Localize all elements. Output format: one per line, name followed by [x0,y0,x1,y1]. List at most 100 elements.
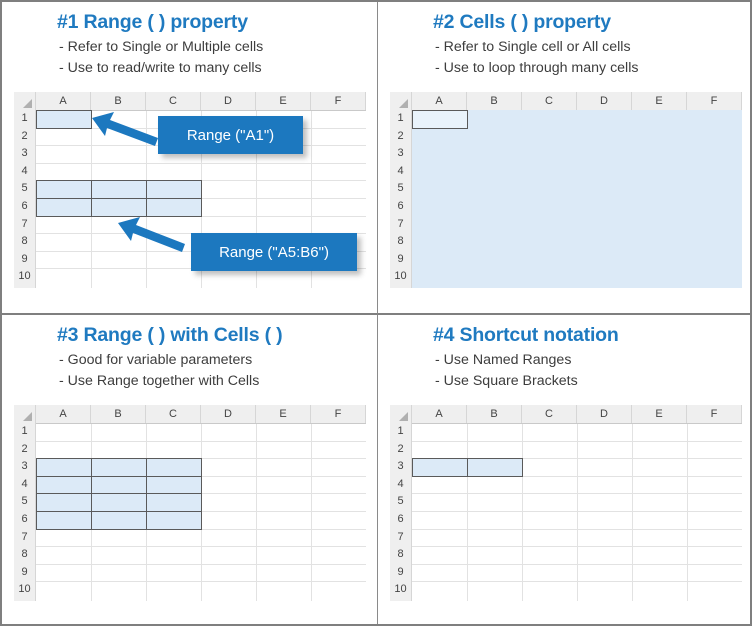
column-header-e[interactable]: E [256,92,311,110]
grid-line [412,581,742,582]
row-header-5[interactable]: 5 [14,493,36,511]
grid-line [36,529,366,530]
row-header-5[interactable]: 5 [390,493,412,511]
row-header-6[interactable]: 6 [390,198,412,216]
panel-title: #1 Range ( ) property [57,11,248,33]
grid-line [467,423,468,601]
row-header-7[interactable]: 7 [14,528,36,547]
grid-line [36,581,366,582]
column-header-b[interactable]: B [91,92,146,110]
row-header-7[interactable]: 7 [14,215,36,234]
column-header-b[interactable]: B [91,405,146,423]
column-header-d[interactable]: D [201,405,256,423]
column-header-e[interactable]: E [632,92,687,110]
column-header-a[interactable]: A [36,92,91,110]
cell-area[interactable] [412,423,742,601]
select-all-corner-icon[interactable] [390,92,412,110]
row-header-1[interactable]: 1 [14,423,36,441]
row-header-2[interactable]: 2 [390,440,412,459]
row-header-10[interactable]: 10 [14,268,36,288]
row-header-3[interactable]: 3 [390,145,412,163]
row-header-3[interactable]: 3 [14,145,36,163]
column-header-f[interactable]: F [687,92,742,110]
row-header-6[interactable]: 6 [14,198,36,216]
row-header-4[interactable]: 4 [14,475,36,494]
row-header-9[interactable]: 9 [390,250,412,269]
row-header-9[interactable]: 9 [390,563,412,582]
row-header-3[interactable]: 3 [14,458,36,476]
column-header-f[interactable]: F [311,405,366,423]
column-header-e[interactable]: E [632,405,687,423]
grid-line [256,423,257,601]
column-header-f[interactable]: F [687,405,742,423]
select-all-corner-icon[interactable] [14,92,36,110]
row-header-7[interactable]: 7 [390,528,412,547]
row-header-1[interactable]: 1 [390,423,412,441]
panel-range-with-cells: #3 Range ( ) with Cells ( ) - Good for v… [2,315,378,624]
selection-all-cells [412,110,742,288]
column-header-d[interactable]: D [577,92,632,110]
column-header-b[interactable]: B [467,405,522,423]
row-header-4[interactable]: 4 [390,475,412,494]
row-header-10[interactable]: 10 [390,581,412,601]
panel-shortcut-notation: #4 Shortcut notation - Use Named Ranges … [378,315,750,624]
column-header-d[interactable]: D [201,92,256,110]
row-header-3[interactable]: 3 [390,458,412,476]
panel-bullet: - Refer to Single or Multiple cells [59,39,264,55]
row-header-10[interactable]: 10 [390,268,412,288]
row-header-2[interactable]: 2 [14,440,36,459]
row-header-8[interactable]: 8 [390,546,412,564]
column-header-c[interactable]: C [522,405,577,423]
column-header-a[interactable]: A [36,405,91,423]
row-header-9[interactable]: 9 [14,563,36,582]
callout-range-a5b6[interactable]: Range ("A5:B6") [191,233,357,271]
row-header-7[interactable]: 7 [390,215,412,234]
panel-cells-property: #2 Cells ( ) property - Refer to Single … [378,2,750,315]
column-header-d[interactable]: D [577,405,632,423]
column-header-b[interactable]: B [467,92,522,110]
selection-divider [467,458,468,477]
callout-range-a1[interactable]: Range ("A1") [158,116,303,154]
row-header-9[interactable]: 9 [14,250,36,269]
panel-bullet: - Use Square Brackets [435,373,578,389]
grid-line [412,476,742,477]
grid-line [412,493,742,494]
row-header-4[interactable]: 4 [14,162,36,181]
left-arrow-icon [88,110,160,150]
grid-line [412,458,742,459]
panel-range-property: #1 Range ( ) property - Refer to Single … [2,2,378,315]
row-header-1[interactable]: 1 [390,110,412,128]
row-header-10[interactable]: 10 [14,581,36,601]
row-header-5[interactable]: 5 [14,180,36,198]
row-header-2[interactable]: 2 [390,127,412,146]
select-all-corner-icon[interactable] [14,405,36,423]
column-header-c[interactable]: C [522,92,577,110]
row-header-1[interactable]: 1 [14,110,36,128]
row-header-2[interactable]: 2 [14,127,36,146]
row-header-6[interactable]: 6 [14,511,36,529]
row-header-8[interactable]: 8 [14,233,36,251]
row-header-6[interactable]: 6 [390,511,412,529]
row-header-8[interactable]: 8 [14,546,36,564]
row-header-4[interactable]: 4 [390,162,412,181]
column-header-e[interactable]: E [256,405,311,423]
grid-line [412,529,742,530]
grid-line [36,441,366,442]
selection-divider [36,493,202,494]
row-header-8[interactable]: 8 [390,233,412,251]
row-header-5[interactable]: 5 [390,180,412,198]
column-header-f[interactable]: F [311,92,366,110]
column-header-c[interactable]: C [146,405,201,423]
panel-bullet: - Use to read/write to many cells [59,60,262,76]
select-all-corner-icon[interactable] [390,405,412,423]
column-header-a[interactable]: A [412,92,467,110]
column-header-a[interactable]: A [412,405,467,423]
panel-bullet: - Refer to Single cell or All cells [435,39,631,55]
grid-line [412,511,742,512]
column-header-c[interactable]: C [146,92,201,110]
panel-title: #3 Range ( ) with Cells ( ) [57,324,283,346]
